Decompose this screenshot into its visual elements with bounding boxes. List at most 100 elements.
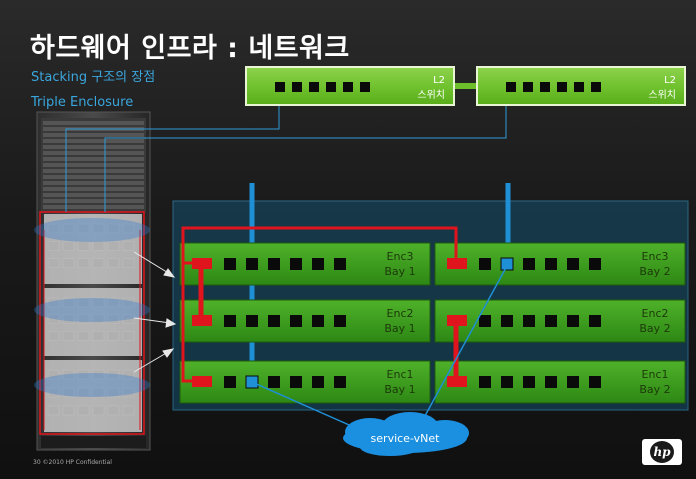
module-port — [268, 258, 280, 270]
module-port — [567, 258, 579, 270]
module-port — [567, 315, 579, 327]
switch-port — [591, 82, 601, 92]
module-port — [447, 258, 467, 269]
rack-slot — [43, 181, 144, 185]
module-port — [312, 315, 324, 327]
rack-uplink-line — [65, 106, 280, 212]
switch-label: L2 스위치 — [648, 75, 676, 101]
rack-slot — [43, 163, 144, 167]
cloud-label: service-vNet — [371, 432, 441, 445]
rack-slot — [43, 139, 144, 143]
module-port — [290, 315, 302, 327]
module-port — [479, 376, 491, 388]
module-port — [545, 258, 557, 270]
footer-text: 30 ©2010 HP Confidential — [33, 459, 112, 466]
hp-logo-icon: hp — [642, 439, 682, 465]
switch-port — [574, 82, 584, 92]
rack-uplink-line — [104, 106, 507, 212]
module-port — [246, 315, 258, 327]
module-port — [334, 315, 346, 327]
enclosure-name: Enc3 — [642, 250, 669, 263]
l2-switch-1: L2 스위치 — [245, 66, 455, 106]
subtitle-triple-enclosure: Triple Enclosure — [31, 95, 134, 110]
module-port — [224, 376, 236, 388]
switch-port — [275, 82, 285, 92]
module-port — [501, 376, 513, 388]
module-port — [334, 258, 346, 270]
l2-switch-2: L2 스위치 — [476, 66, 686, 106]
module-port — [312, 376, 324, 388]
rack-slot — [43, 205, 144, 209]
switch-port — [343, 82, 353, 92]
page-title: 하드웨어 인프라 : 네트워크 — [30, 33, 350, 64]
module-port — [246, 258, 258, 270]
enclosure-name: Enc2 — [642, 307, 669, 320]
module-port — [290, 376, 302, 388]
module-port — [479, 315, 491, 327]
module-port — [192, 315, 212, 326]
vnet-link — [251, 381, 366, 433]
bay-name: Bay 1 — [384, 322, 415, 335]
rack-slot — [43, 169, 144, 173]
enclosure-name: Enc3 — [387, 250, 414, 263]
module-port — [334, 376, 346, 388]
switch-port — [292, 82, 302, 92]
module-port — [567, 376, 579, 388]
switch-ports — [275, 82, 370, 92]
module-port — [479, 258, 491, 270]
module-port — [589, 258, 601, 270]
rack-slot — [43, 145, 144, 149]
cloud-icon — [343, 412, 469, 456]
switch-port — [506, 82, 516, 92]
switch-port — [360, 82, 370, 92]
module-port — [290, 258, 302, 270]
bay-name: Bay 1 — [384, 265, 415, 278]
module-port — [447, 376, 467, 387]
rack-slot — [43, 193, 144, 197]
switch-port — [523, 82, 533, 92]
module-port — [500, 257, 514, 271]
module-port — [501, 315, 513, 327]
switch-link — [455, 83, 476, 89]
module-port — [523, 315, 535, 327]
module-port — [545, 376, 557, 388]
switch-port — [326, 82, 336, 92]
enclosure-name: Enc2 — [387, 307, 414, 320]
subtitle-stacking: Stacking 구조의 장점 — [31, 70, 156, 85]
module-port — [523, 258, 535, 270]
bay-name: Bay 1 — [384, 383, 415, 396]
module-port — [312, 258, 324, 270]
rack-slot — [43, 199, 144, 203]
enclosure-name: Enc1 — [387, 368, 414, 381]
module-port — [268, 315, 280, 327]
module-port — [589, 376, 601, 388]
rack-enclosure-image — [34, 111, 151, 451]
enclosure-name: Enc1 — [642, 368, 669, 381]
module-port — [224, 315, 236, 327]
module-port — [224, 258, 236, 270]
rack-slot — [43, 175, 144, 179]
logo-text: hp — [650, 441, 674, 463]
switch-port — [557, 82, 567, 92]
vnet-link — [419, 263, 509, 426]
module-port — [268, 376, 280, 388]
module-port — [545, 315, 557, 327]
switch-port — [540, 82, 550, 92]
bay-name: Bay 2 — [639, 265, 670, 278]
switch-port — [309, 82, 319, 92]
switch-ports — [506, 82, 601, 92]
bay-name: Bay 2 — [639, 322, 670, 335]
rack-slot — [43, 121, 144, 125]
switch-label: L2 스위치 — [417, 75, 445, 101]
stacking-links — [181, 226, 459, 383]
rack-slot — [43, 151, 144, 155]
rack-slot — [43, 133, 144, 137]
pointer-arrows — [133, 251, 177, 373]
